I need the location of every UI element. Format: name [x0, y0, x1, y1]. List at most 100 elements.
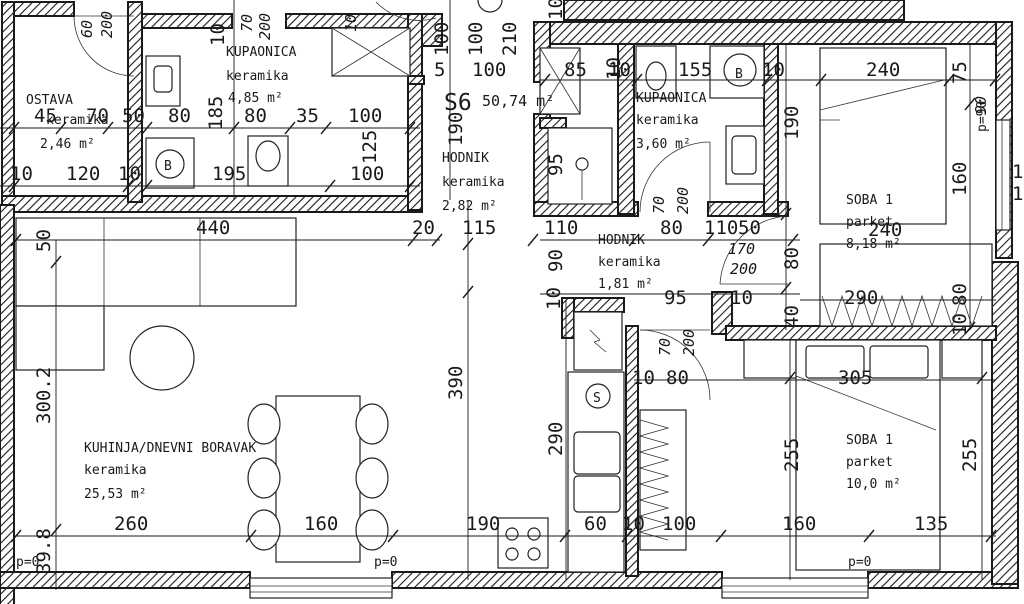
dim-label: 50	[33, 229, 55, 252]
dim-label: 50	[122, 105, 145, 127]
chair	[247, 403, 281, 445]
dim-label: 440	[196, 217, 230, 239]
dimension-lines	[0, 0, 996, 590]
door-swing	[719, 215, 789, 285]
sill-label: p=0	[374, 555, 397, 570]
dim-label: 10	[762, 59, 785, 81]
chair	[247, 457, 281, 499]
dim-label: 290	[545, 422, 567, 456]
room-name-soba-1b: SOBA 1	[846, 433, 893, 448]
door-dim: 70	[650, 196, 668, 214]
wall-segment	[617, 43, 635, 215]
chair	[355, 457, 389, 499]
dim-label: 75	[949, 61, 971, 84]
wardrobe	[819, 243, 993, 327]
wall-segment	[141, 13, 233, 29]
dim-label: 100	[348, 105, 382, 127]
doors	[73, 1, 789, 401]
door-dim: 200	[680, 329, 698, 356]
wall-segment	[563, 0, 905, 21]
furniture	[15, 0, 993, 573]
dim-label: 100	[431, 22, 453, 56]
dim-label: 90	[545, 249, 567, 272]
sill-heights: p=0 p=0 p=0 p=90	[16, 101, 990, 570]
dim-label: 195	[212, 163, 246, 185]
dim-label: 255	[781, 438, 803, 472]
door-swing	[73, 15, 135, 77]
dim-label: 100	[662, 513, 696, 535]
room-area-soba-1b: 10,0 m²	[846, 477, 901, 492]
door-dim: 200	[730, 260, 757, 278]
dim-label: 135	[914, 513, 948, 535]
coffee-table	[129, 325, 195, 391]
door-dim: 200	[256, 13, 274, 40]
wardrobe-2	[639, 409, 687, 551]
nightstand	[941, 339, 983, 379]
bed	[819, 47, 947, 225]
dim-label: 240	[866, 59, 900, 81]
dim-label: 100	[350, 163, 384, 185]
nightstand	[743, 339, 797, 379]
door-dimension-labels: 60 200 200 70 200 170 200 70 200 90 70 1…	[78, 11, 990, 356]
washer	[585, 383, 611, 409]
dim-label: 255	[959, 438, 981, 472]
dim-label: 39.8	[33, 528, 55, 574]
chair	[247, 509, 281, 551]
window	[721, 577, 869, 599]
dim-label: 160	[304, 513, 338, 535]
dimension-numbers: 45 70 50 80 185 80 35 100 120 10 195 100…	[10, 0, 1023, 574]
dim-label: 160	[949, 162, 971, 196]
dim-label: 5	[434, 59, 445, 81]
dim-label: 85	[564, 59, 587, 81]
wall-segment	[127, 1, 143, 203]
dim-label: 155	[678, 59, 712, 81]
wall-segment	[407, 75, 425, 85]
dim-label: 80	[168, 105, 191, 127]
room-area-ostava: 2,46 m²	[40, 137, 95, 152]
dim-label: 10	[543, 287, 565, 310]
door-swing	[375, 1, 437, 21]
dim-label: 1	[1012, 183, 1023, 205]
wall-segment	[711, 291, 733, 335]
wall-segment	[421, 13, 443, 47]
wall-segment	[533, 21, 1013, 45]
dim-label: 110	[544, 217, 578, 239]
dim-label: 160	[782, 513, 816, 535]
dim-label: 10	[632, 367, 655, 389]
dim-label: 115	[462, 217, 496, 239]
fixture-letters: B B S	[164, 67, 743, 406]
dim-label: 10	[118, 163, 141, 185]
windows	[249, 119, 1011, 599]
door-dim: 170	[728, 240, 755, 258]
kitchen-sink	[573, 431, 621, 475]
door-dim: 70	[656, 338, 674, 356]
wall-segment	[625, 325, 639, 577]
door-dim: 60	[78, 20, 96, 38]
unit-label: S6	[444, 90, 472, 116]
dim-label: 125	[359, 130, 381, 164]
wall-segment	[0, 204, 15, 604]
door-dim: 70	[238, 14, 256, 32]
dim-label: 60	[584, 513, 607, 535]
dim-label: 20	[412, 217, 435, 239]
window	[995, 119, 1011, 231]
dim-label: 190	[466, 513, 500, 535]
dim-label: 80	[244, 105, 267, 127]
dim-label: 95	[664, 287, 687, 309]
dim-label: 40	[781, 305, 803, 328]
room-name-kuhinja: KUHINJA/DNEVNI BORAVAK	[84, 441, 256, 456]
boiler-letter: B	[735, 67, 743, 82]
dim-label: 10	[622, 513, 645, 535]
room-area-hodnik-1: 2,82 m²	[442, 199, 497, 214]
dim-label: 10	[545, 0, 567, 20]
dimension-ticks	[8, 73, 1001, 543]
sill-label: p=0	[848, 555, 871, 570]
wall-segment	[539, 117, 567, 129]
dim-label: 210	[499, 22, 521, 56]
room-name-soba-1a: SOBA 1	[846, 193, 893, 208]
dim-label: 185	[205, 96, 227, 130]
dim-label: 10	[608, 59, 631, 81]
chair	[355, 403, 389, 445]
dim-label: 10	[10, 163, 33, 185]
door-swing	[639, 329, 711, 401]
